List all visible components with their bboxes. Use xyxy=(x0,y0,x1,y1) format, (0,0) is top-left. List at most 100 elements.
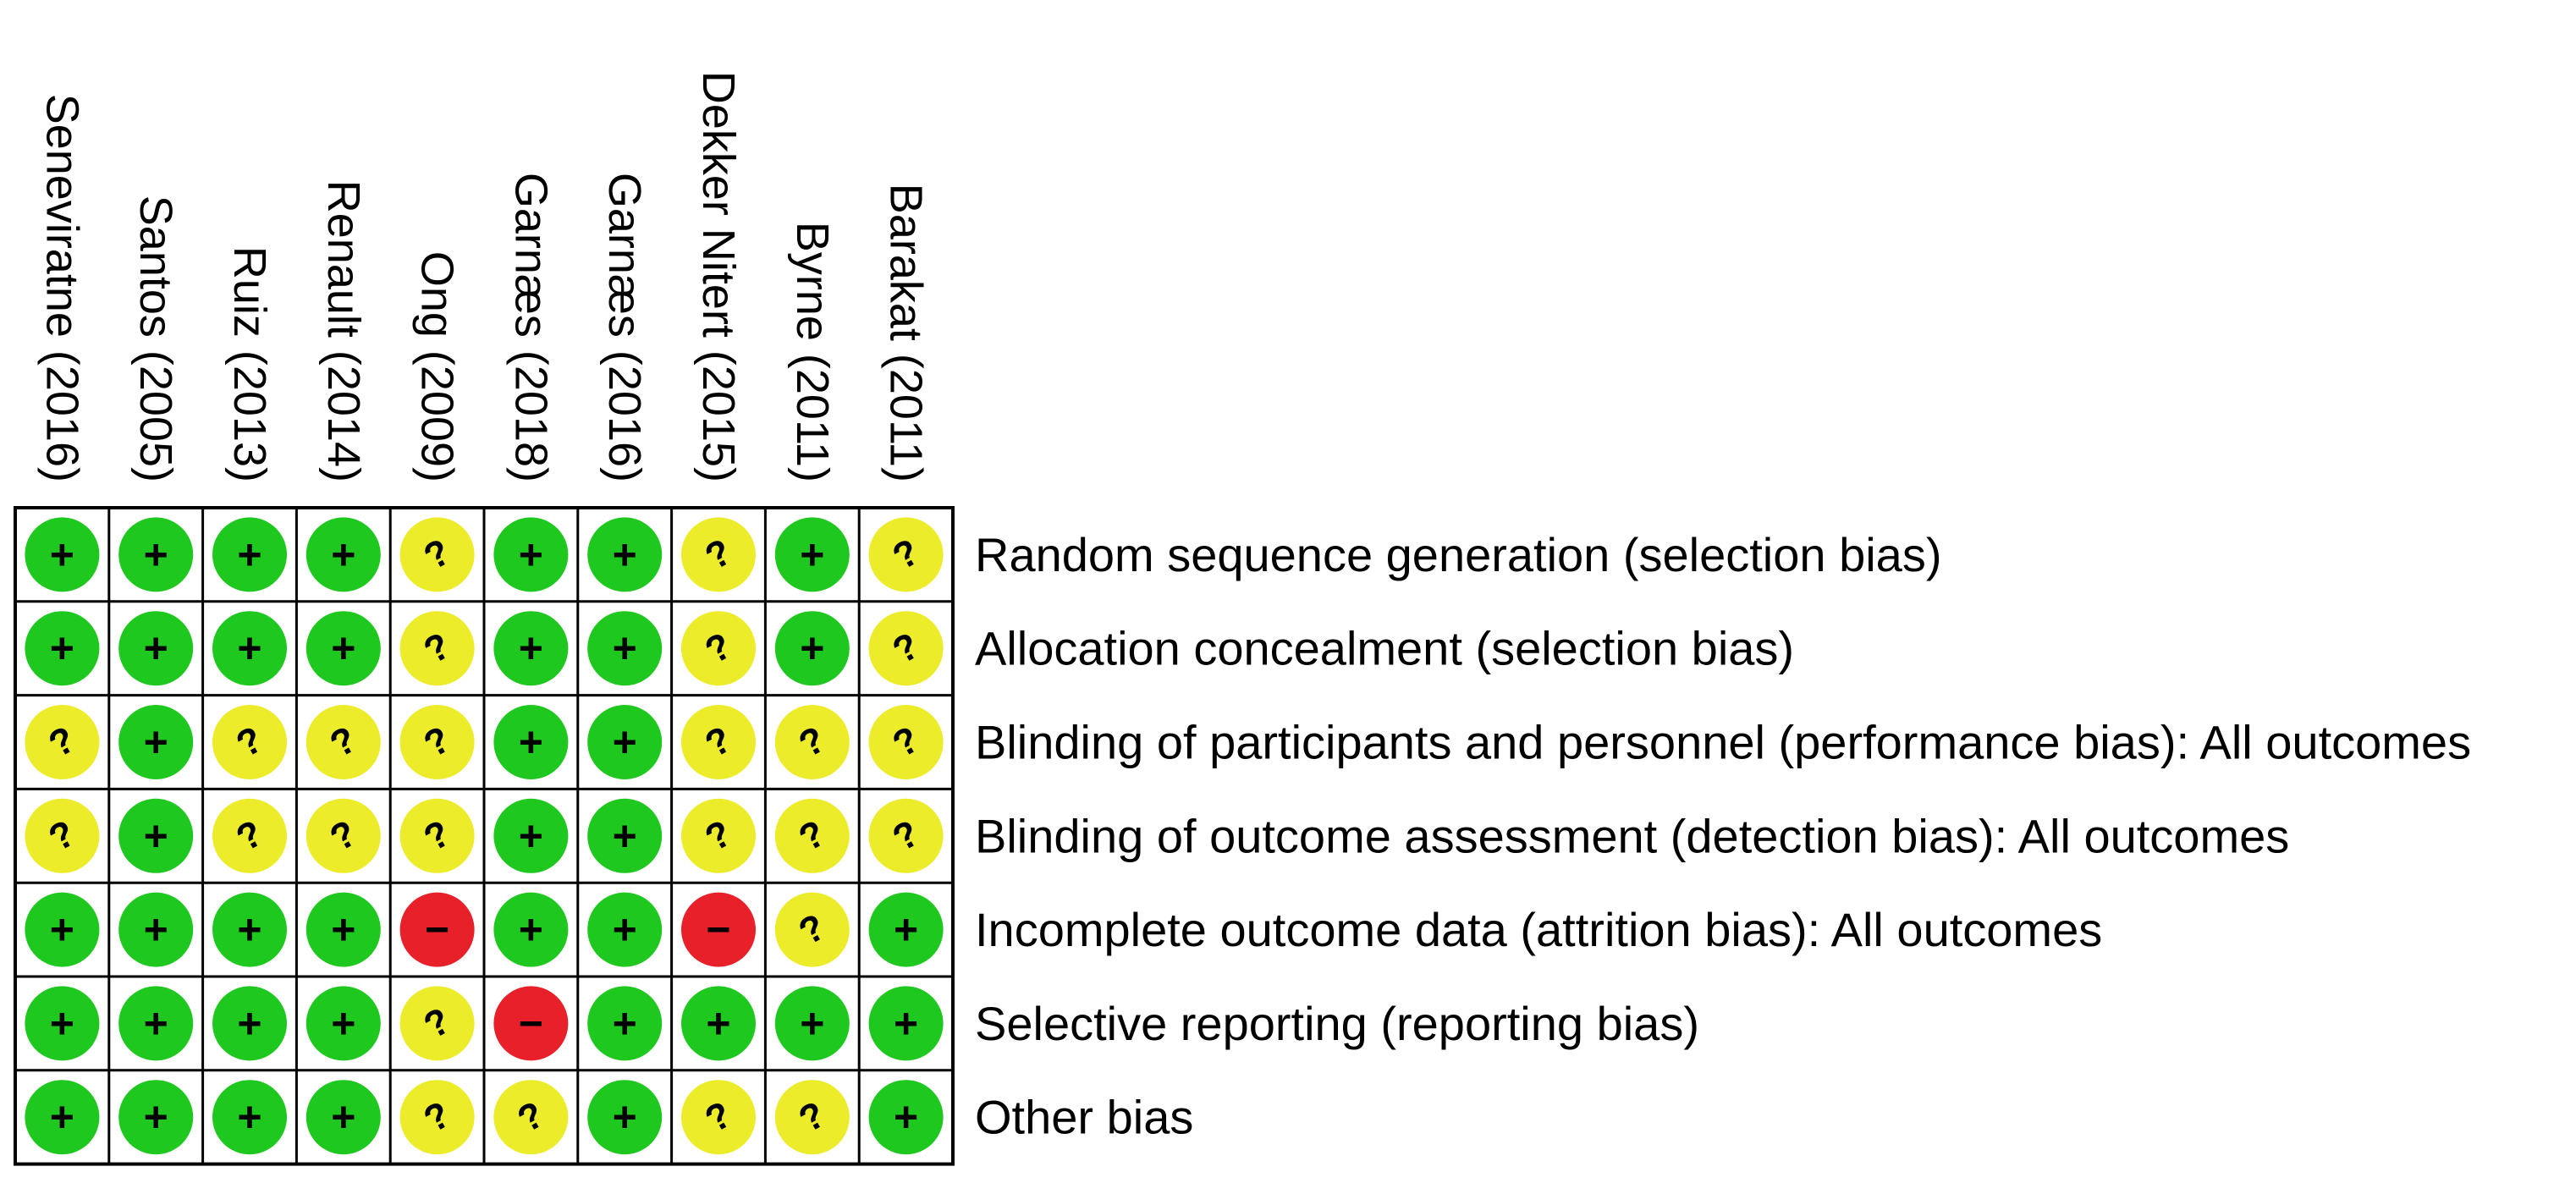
judgement-circle xyxy=(305,986,381,1061)
judgement-circle xyxy=(305,1080,381,1155)
judgement-symbol: + xyxy=(894,999,918,1047)
judgement-circle xyxy=(868,1080,944,1155)
judgement-symbol: + xyxy=(706,999,730,1047)
judgement-circle xyxy=(399,892,475,967)
judgement-symbol: + xyxy=(144,531,168,578)
low-risk-dot: + xyxy=(305,986,381,1061)
low-risk-dot: + xyxy=(212,986,287,1061)
judgement-circle xyxy=(587,892,663,967)
unclear-risk-dot: ? xyxy=(399,986,475,1061)
high-risk-dot: − xyxy=(493,986,569,1061)
judgement-circle xyxy=(25,798,100,873)
low-risk-dot: + xyxy=(587,517,663,592)
judgement-circle xyxy=(212,1080,287,1155)
judgement-symbol: + xyxy=(800,999,824,1047)
judgement-symbol: + xyxy=(894,906,918,954)
low-risk-dot: + xyxy=(681,986,756,1061)
judgement-circle xyxy=(493,892,569,967)
judgement-symbol: + xyxy=(519,718,543,766)
judgement-circle xyxy=(118,1080,194,1155)
judgement-symbol: + xyxy=(50,999,74,1047)
judgement-symbol: + xyxy=(894,1093,918,1141)
judgement-circle xyxy=(681,705,756,779)
judgement-symbol: + xyxy=(331,906,355,954)
judgement-circle xyxy=(774,705,850,779)
study-label: Barakat (2011) xyxy=(881,184,932,482)
judgement-circle xyxy=(399,1080,475,1155)
low-risk-dot: + xyxy=(305,517,381,592)
low-risk-dot: + xyxy=(305,892,381,967)
domain-label: Random sequence generation (selection bi… xyxy=(975,528,1941,581)
low-risk-dot: + xyxy=(212,1080,287,1155)
low-risk-dot: + xyxy=(118,611,194,686)
study-label: Seneviratne (2016) xyxy=(36,94,87,482)
judgement-circle xyxy=(305,611,381,686)
low-risk-dot: + xyxy=(774,611,850,686)
low-risk-dot: + xyxy=(118,705,194,779)
judgement-circle xyxy=(493,798,569,873)
judgement-symbol: + xyxy=(519,625,543,672)
judgement-symbol: + xyxy=(800,625,824,672)
judgement-circle xyxy=(868,892,944,967)
judgement-circle xyxy=(868,798,944,873)
unclear-risk-dot: ? xyxy=(868,611,944,686)
judgement-symbol: + xyxy=(331,1093,355,1141)
judgement-circle xyxy=(868,705,944,779)
judgement-circle xyxy=(212,705,287,779)
unclear-risk-dot: ? xyxy=(399,705,475,779)
judgement-circle xyxy=(774,986,850,1061)
low-risk-dot: + xyxy=(118,1080,194,1155)
judgement-circle xyxy=(587,798,663,873)
judgement-circle xyxy=(25,1080,100,1155)
judgement-symbol: + xyxy=(519,812,543,860)
unclear-risk-dot: ? xyxy=(212,798,287,873)
judgement-circle xyxy=(587,705,663,779)
low-risk-dot: + xyxy=(118,892,194,967)
unclear-risk-dot: ? xyxy=(681,1080,756,1155)
judgement-symbol: + xyxy=(519,531,543,578)
low-risk-dot: + xyxy=(493,611,569,686)
low-risk-dot: + xyxy=(25,892,100,967)
unclear-risk-dot: ? xyxy=(774,1080,850,1155)
judgement-circle xyxy=(587,517,663,592)
judgement-symbol: − xyxy=(519,999,543,1047)
judgement-symbol: + xyxy=(144,1093,168,1141)
judgement-symbol: + xyxy=(50,1093,74,1141)
unclear-risk-dot: ? xyxy=(399,517,475,592)
risk-of-bias-grid xyxy=(14,506,955,1166)
judgement-circle xyxy=(399,517,475,592)
unclear-risk-dot: ? xyxy=(868,517,944,592)
judgement-circle xyxy=(868,986,944,1061)
low-risk-dot: + xyxy=(493,798,569,873)
low-risk-dot: + xyxy=(305,1080,381,1155)
judgement-circle xyxy=(118,611,194,686)
study-label: Renault (2014) xyxy=(318,180,369,482)
low-risk-dot: + xyxy=(868,1080,944,1155)
judgement-circle xyxy=(305,705,381,779)
unclear-risk-dot: ? xyxy=(399,798,475,873)
judgement-circle xyxy=(118,798,194,873)
judgement-circle xyxy=(212,986,287,1061)
judgement-circle xyxy=(399,798,475,873)
judgement-circle xyxy=(25,611,100,686)
judgement-circle xyxy=(493,517,569,592)
unclear-risk-dot: ? xyxy=(774,798,850,873)
judgement-circle xyxy=(681,892,756,967)
judgement-circle xyxy=(25,517,100,592)
judgement-circle xyxy=(774,517,850,592)
domain-label: Blinding of outcome assessment (detectio… xyxy=(975,809,2289,862)
unclear-risk-dot: ? xyxy=(774,892,850,967)
domain-label: Selective reporting (reporting bias) xyxy=(975,997,1699,1050)
low-risk-dot: + xyxy=(868,986,944,1061)
judgement-circle xyxy=(305,517,381,592)
judgement-symbol: + xyxy=(237,906,261,954)
study-label: Garnæs (2018) xyxy=(505,173,556,482)
study-label: Byrne (2011) xyxy=(787,222,838,482)
judgement-symbol: + xyxy=(144,625,168,672)
domain-label: Allocation concealment (selection bias) xyxy=(975,622,1794,675)
study-labels: Seneviratne (2016)Santos (2005)Ruiz (201… xyxy=(36,71,931,482)
judgement-symbol: + xyxy=(237,1093,261,1141)
judgement-circle xyxy=(118,705,194,779)
judgement-circle xyxy=(118,517,194,592)
low-risk-dot: + xyxy=(25,1080,100,1155)
